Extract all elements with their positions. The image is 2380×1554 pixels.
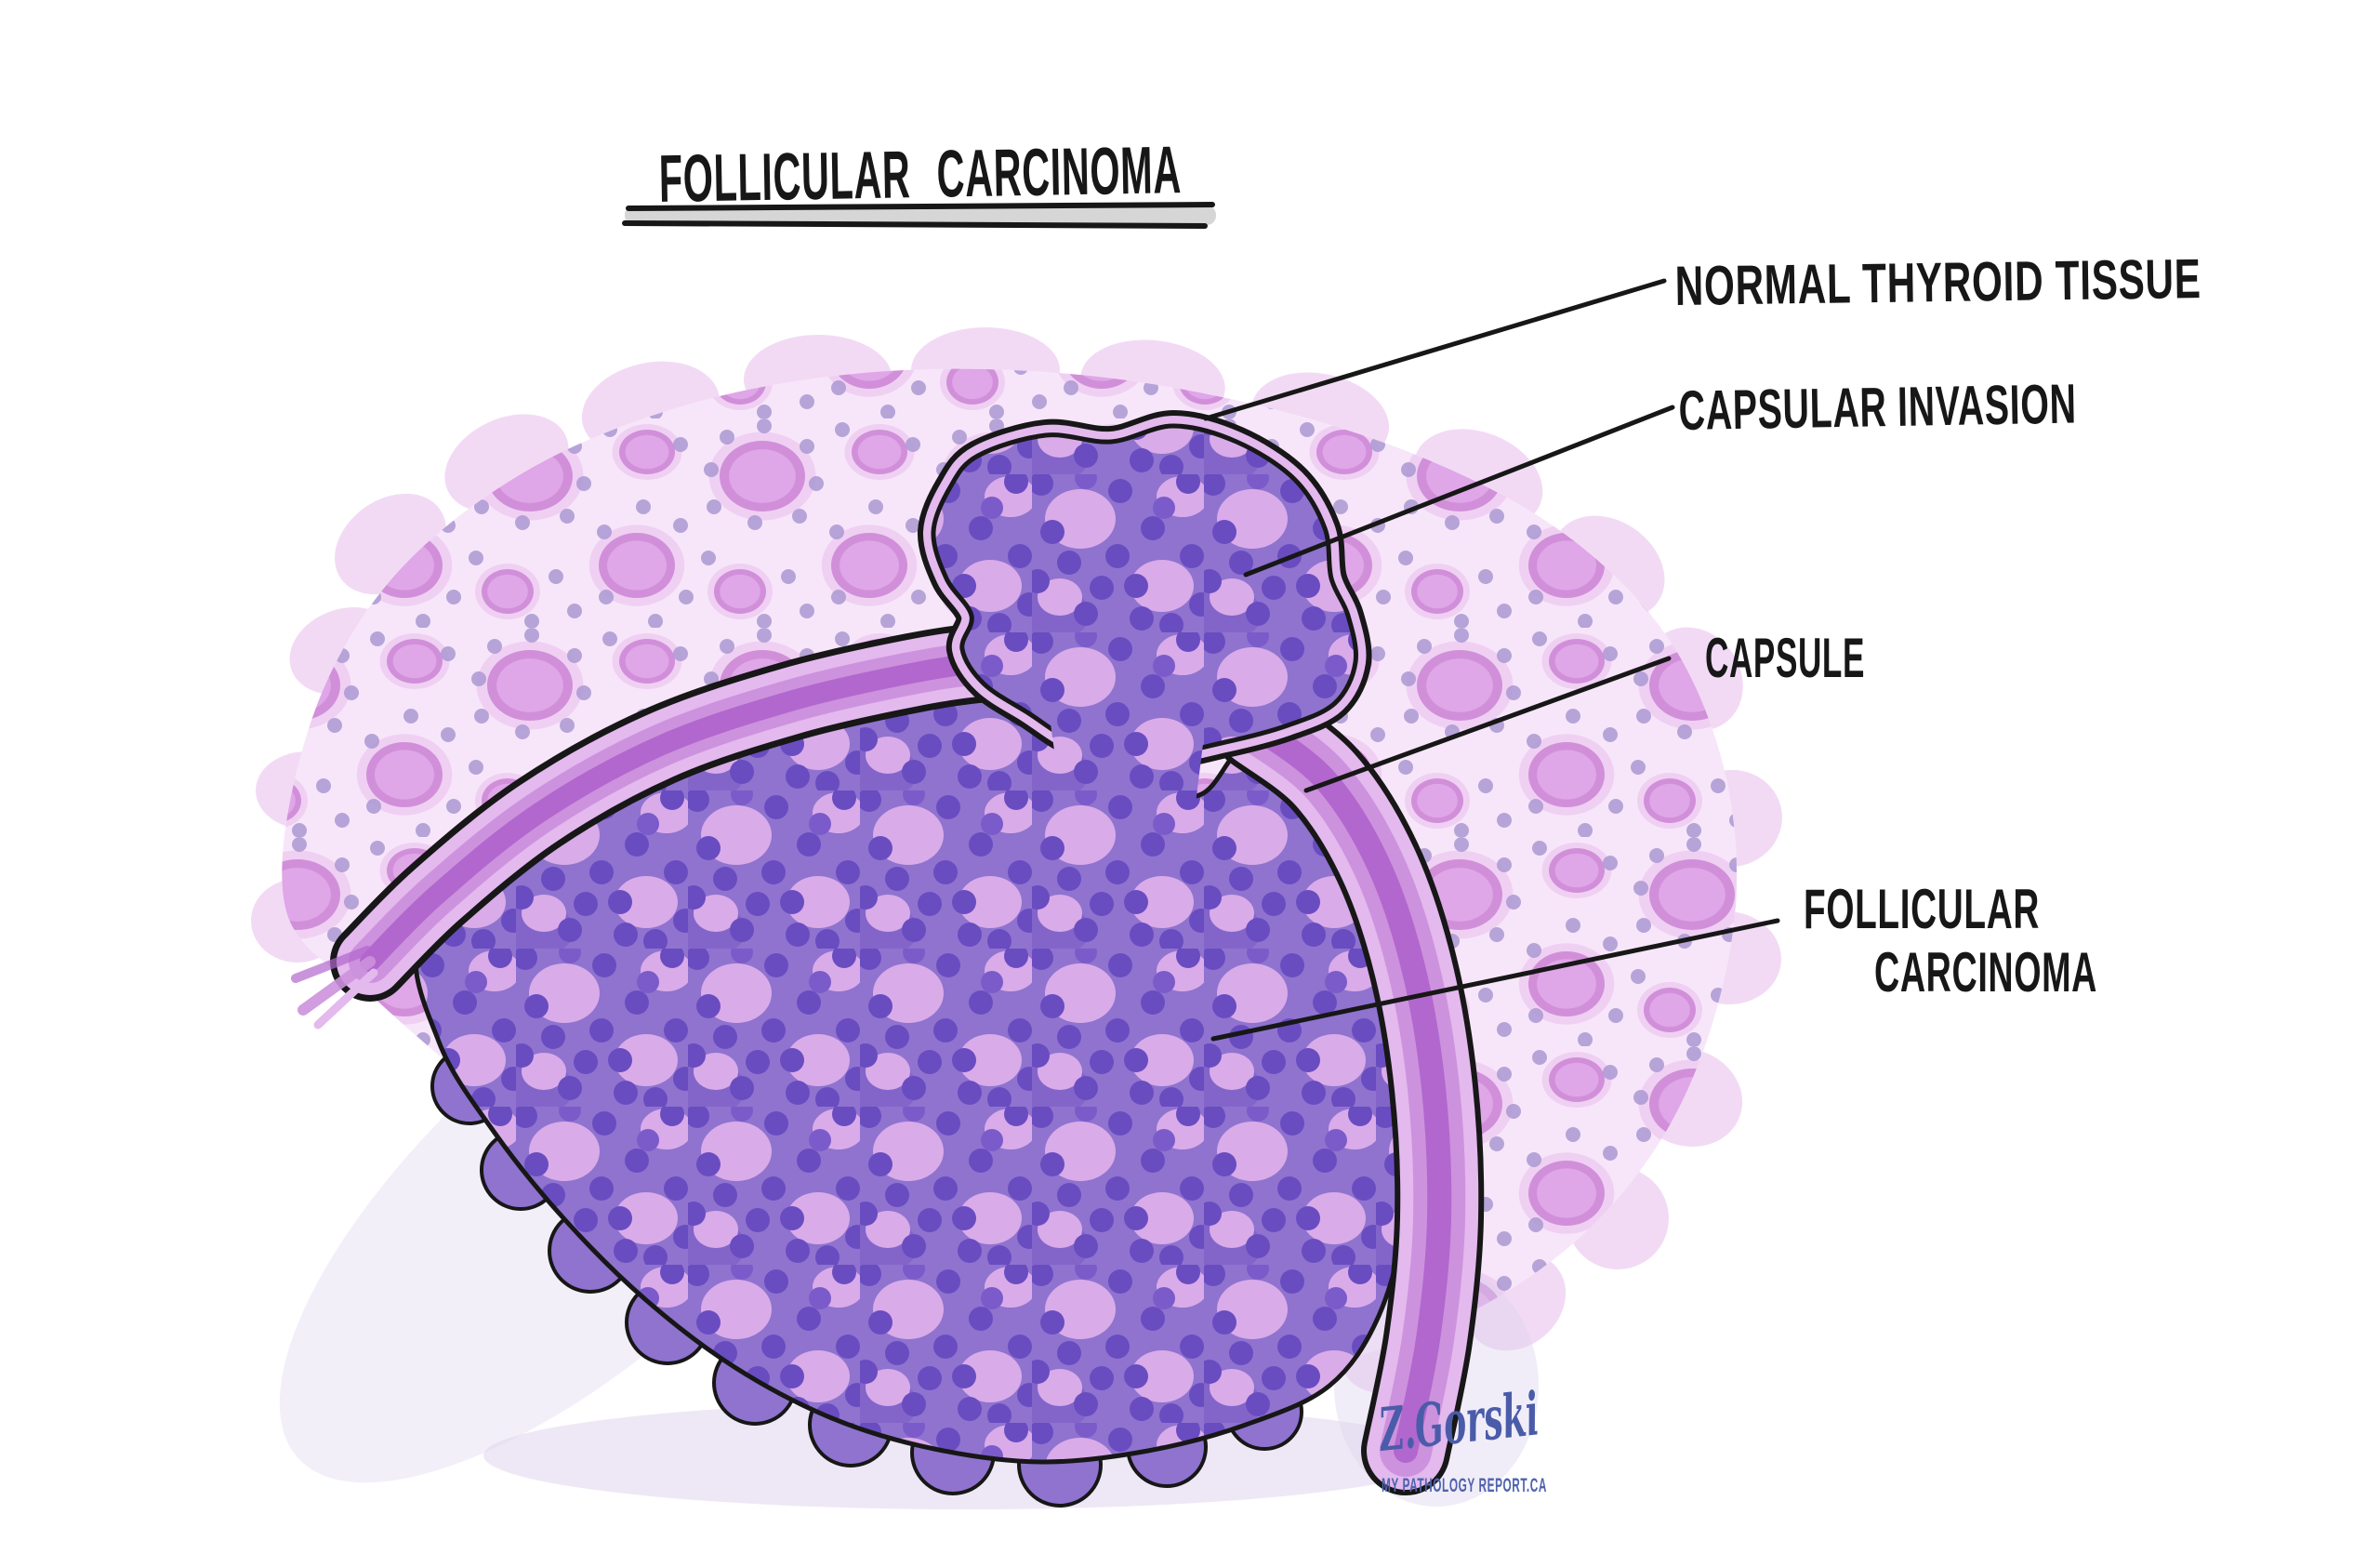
- label-capsule: CAPSULE: [1705, 627, 1865, 689]
- invasion-neck: [1046, 690, 1209, 811]
- pointer-line-capsule: [1303, 656, 1672, 793]
- label-normal-thyroid-tissue: NORMAL THYROID TISSUE: [1674, 247, 2202, 317]
- pointer-line-normal-thyroid-tissue: [1203, 278, 1667, 421]
- underline-bottom-line: [622, 220, 1208, 229]
- capsular-invasion-nodule: [931, 423, 1358, 758]
- artist-signature: Z.Gorski: [1374, 1379, 1542, 1466]
- pointer-line-capsular-invasion: [1243, 405, 1675, 578]
- capsule-fray: [291, 946, 372, 983]
- label-follicular-carcinoma-line2: CARCINOMA: [1874, 941, 2097, 1003]
- histology-art: [251, 278, 1782, 1509]
- website-credit: MY PATHOLOGY REPORT.CA: [1382, 1475, 1547, 1496]
- capsule-fray: [298, 956, 376, 1016]
- underline-bar: [625, 206, 1216, 225]
- capsule-fray: [313, 968, 378, 1029]
- title-underline: [622, 202, 1216, 229]
- capsule-band-right: [1245, 715, 1452, 1463]
- pointer-line-follicular-carcinoma: [1210, 918, 1780, 1042]
- label-follicular-carcinoma-line1: FOLLICULAR: [1804, 878, 2040, 940]
- underline-top-line: [626, 202, 1215, 211]
- label-capsular-invasion: CAPSULAR INVASION: [1678, 373, 2077, 442]
